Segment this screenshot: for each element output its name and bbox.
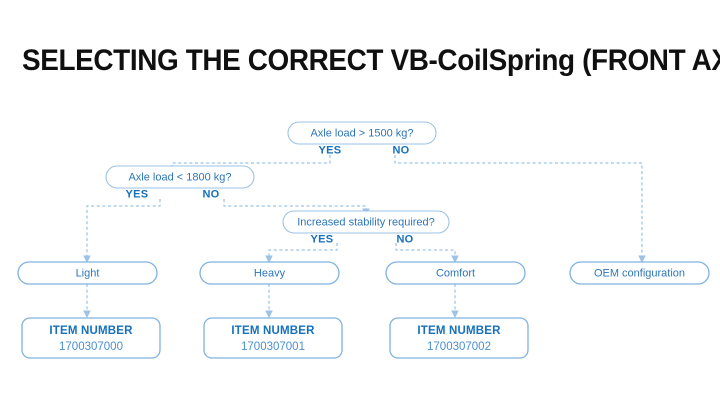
connector-d3-yes [265, 243, 338, 263]
connector-d3-no [395, 243, 459, 263]
branch-label-d3-yes: YES [311, 233, 334, 245]
branch-label-d1-no: NO [392, 144, 409, 156]
arrowhead-icon [265, 255, 273, 263]
branch-label-d3-no: NO [396, 233, 413, 245]
branch-label-d1-yes: YES [319, 144, 342, 156]
item-number-value-1: 1700307000 [59, 341, 123, 353]
connector-d2-yes [83, 199, 161, 263]
item-number-title-1: ITEM NUMBER [49, 325, 133, 337]
decision-label-3: Increased stability required? [297, 216, 435, 228]
result-label-light: Light [76, 267, 100, 279]
branch-label-d2-no: NO [202, 188, 219, 200]
arrowhead-icon [451, 310, 459, 318]
item-number-title-2: ITEM NUMBER [231, 325, 315, 337]
connector-light-item [83, 284, 91, 318]
result-node-light[interactable]: Light [17, 261, 158, 285]
result-label-heavy: Heavy [254, 267, 286, 279]
result-label-comfort: Comfort [436, 267, 475, 279]
branch-label-d2-yes: YES [126, 188, 149, 200]
item-number-box-3[interactable]: ITEM NUMBER 1700307002 [389, 317, 529, 359]
arrowhead-icon [451, 255, 459, 263]
connector-d1-no [394, 155, 646, 263]
decision-node-increased-stability[interactable]: Increased stability required? [282, 210, 450, 234]
decision-node-axle-load-1500[interactable]: Axle load > 1500 kg? [287, 121, 437, 145]
decision-node-axle-load-1800[interactable]: Axle load < 1800 kg? [105, 165, 255, 189]
item-number-value-3: 1700307002 [427, 341, 491, 353]
arrowhead-icon [265, 310, 273, 318]
item-number-box-2[interactable]: ITEM NUMBER 1700307001 [203, 317, 343, 359]
result-node-oem-configuration[interactable]: OEM configuration [569, 261, 710, 285]
connector-heavy-item [265, 284, 273, 318]
result-label-oem-configuration: OEM configuration [594, 267, 685, 279]
page-title: SELECTING THE CORRECT VB-CoilSpring (FRO… [22, 44, 720, 77]
item-number-value-2: 1700307001 [241, 341, 305, 353]
result-node-heavy[interactable]: Heavy [199, 261, 340, 285]
item-number-title-3: ITEM NUMBER [417, 325, 501, 337]
arrowhead-icon [83, 255, 91, 263]
result-node-comfort[interactable]: Comfort [385, 261, 526, 285]
arrowhead-icon [638, 255, 646, 263]
decision-label-1: Axle load > 1500 kg? [310, 127, 413, 139]
item-number-box-1[interactable]: ITEM NUMBER 1700307000 [21, 317, 161, 359]
decision-label-2: Axle load < 1800 kg? [128, 171, 231, 183]
connector-comfort-item [451, 284, 459, 318]
arrowhead-icon [83, 310, 91, 318]
